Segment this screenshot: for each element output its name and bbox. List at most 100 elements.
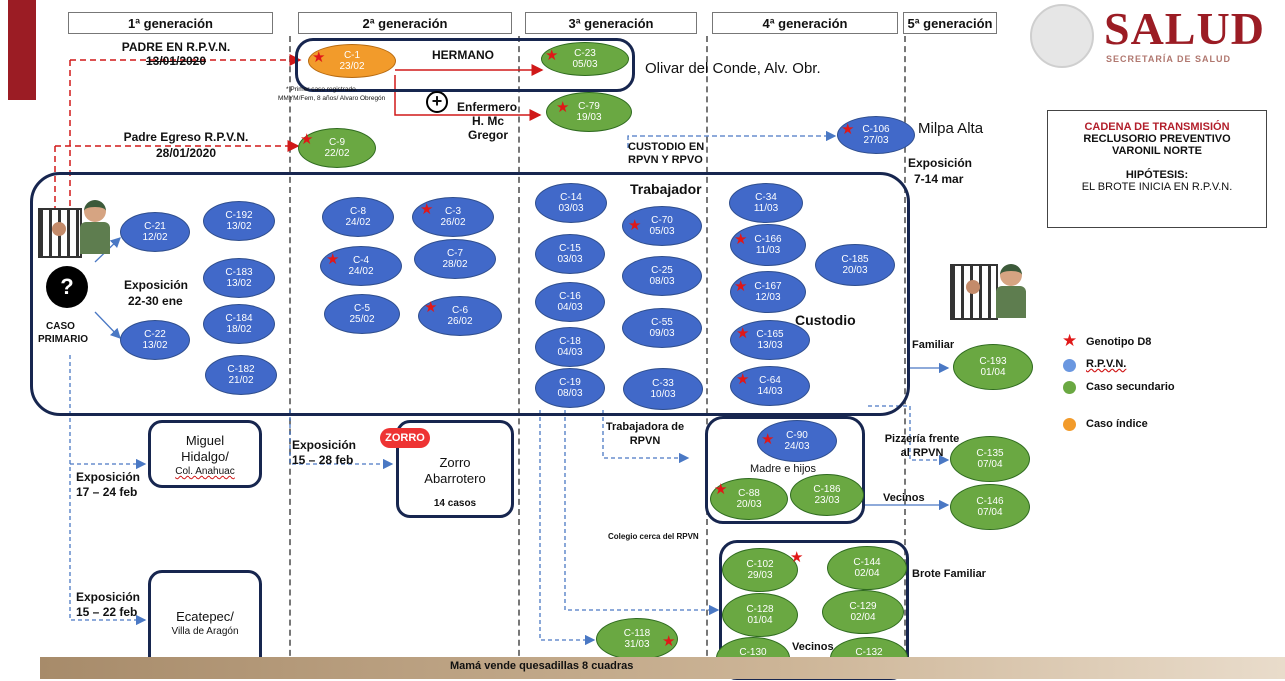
legend-indice: Caso índice [1086,418,1148,430]
case-date: 24/02 [348,266,374,277]
case-id: C-22 [144,329,166,340]
place-text: Hidalgo/ [181,449,229,464]
case-date: 04/03 [557,347,583,358]
gen2-header: 2ª generación [298,12,512,34]
padre-egreso-date: 28/01/2020 [155,146,217,160]
trabajador-label: Trabajador [630,181,702,197]
place-text: Zorro [439,455,471,470]
case-id: C-8 [349,206,367,217]
case-id: C-185 [841,254,869,265]
case-date: 14/03 [757,386,783,397]
brand-name: SALUD [1104,3,1265,54]
gen1-header: 1ª generación [68,12,273,34]
case-id: C-129 [849,601,877,612]
legend-rpvn: R.P.V.N. [1086,358,1127,370]
brote-label: Brote Familiar [912,568,986,580]
case-date: 11/03 [753,203,779,214]
olivar-label: Olivar del Conde, Alv. Obr. [645,60,821,77]
genotype-star-icon: ★ [761,431,775,448]
case-id: C-135 [976,448,1004,459]
case-id: C-33 [652,378,674,389]
case-date: 07/04 [977,459,1003,470]
madre-label: Madre e hijos [750,463,817,475]
zorro-logo: ZORRO [380,428,430,448]
unknown-case-icon: ? [46,266,88,308]
info-hip: HIPÓTESIS: [1125,169,1189,181]
case-id: C-193 [979,356,1007,367]
case-id: C-34 [755,192,777,203]
exp-17-24-label: 17 – 24 feb [76,485,138,499]
case-id: C-64 [759,375,781,386]
case-date: 24/03 [784,441,810,452]
genotype-star-icon: ★ [734,231,748,248]
case-id: C-23 [574,48,596,59]
case-date: 19/03 [576,112,602,123]
pizzeria-label-2: al RPVN [900,447,944,459]
case-date: 27/03 [863,135,889,146]
case-id: C-128 [746,604,774,615]
brand-red-bar [8,0,36,100]
case-date: 28/02 [442,259,468,270]
case-id: C-4 [352,255,370,266]
vecinos-label: Vecinos [883,492,925,504]
medical-cross-icon: + [426,91,448,113]
genotype-star-icon: ★ [545,47,559,64]
case-date: 11/03 [755,245,781,256]
genotype-star-icon: ★ [326,251,340,268]
case-date: 02/04 [854,568,880,579]
legend-star-icon: ★ [1062,331,1078,350]
case-id: C-167 [754,281,782,292]
case-id: C-21 [144,221,166,232]
case-date: 13/03 [757,340,783,351]
case-id: C-166 [754,234,782,245]
genotype-star-icon: ★ [790,549,804,566]
primer-caso-note-2: MMYM/Fem, 8 años/ Alvaro Obregón [278,95,386,102]
mama-label: Mamá vende quesadillas 8 cuadras [450,660,634,672]
genotype-star-icon: ★ [628,217,642,234]
case-date: 23/02 [339,61,365,72]
exposicion-ene-label: Exposición [124,278,189,292]
exposicion-mar-label: Exposición [908,156,973,170]
place-text: Miguel [185,433,225,448]
case-date: 12/03 [755,292,781,303]
gen4-header: 4ª generación [712,12,898,34]
place-text: Abarrotero [424,471,486,486]
case-date: 03/03 [558,203,584,214]
case-date: 01/04 [980,367,1006,378]
case-date: 04/03 [557,302,583,313]
case-id: C-90 [786,430,808,441]
padre-date: 13/01/2020 [145,54,207,68]
gen-separator [706,36,708,676]
primer-caso-note: * Primer caso registrado. [286,86,358,93]
genotype-star-icon: ★ [734,278,748,295]
exposicion-feb2-label: Exposición [292,438,357,452]
hermano-group [295,38,635,92]
exposicion-feb1-label: Exposición [76,470,141,484]
caso-label: CASO [46,321,75,332]
case-id: C-55 [651,317,673,328]
jail-guard-icon-2 [950,264,1030,320]
exp-7-14-label: 7-14 mar [914,172,964,186]
exp-15-28-label: 15 – 28 feb [292,453,354,467]
custodio-en-label: CUSTODIO EN [628,141,705,153]
case-date: 18/02 [226,324,252,335]
case-id: C-25 [651,265,673,276]
case-id: C-192 [225,210,253,221]
case-date: 08/03 [649,276,675,287]
case-date: 25/02 [349,314,375,325]
